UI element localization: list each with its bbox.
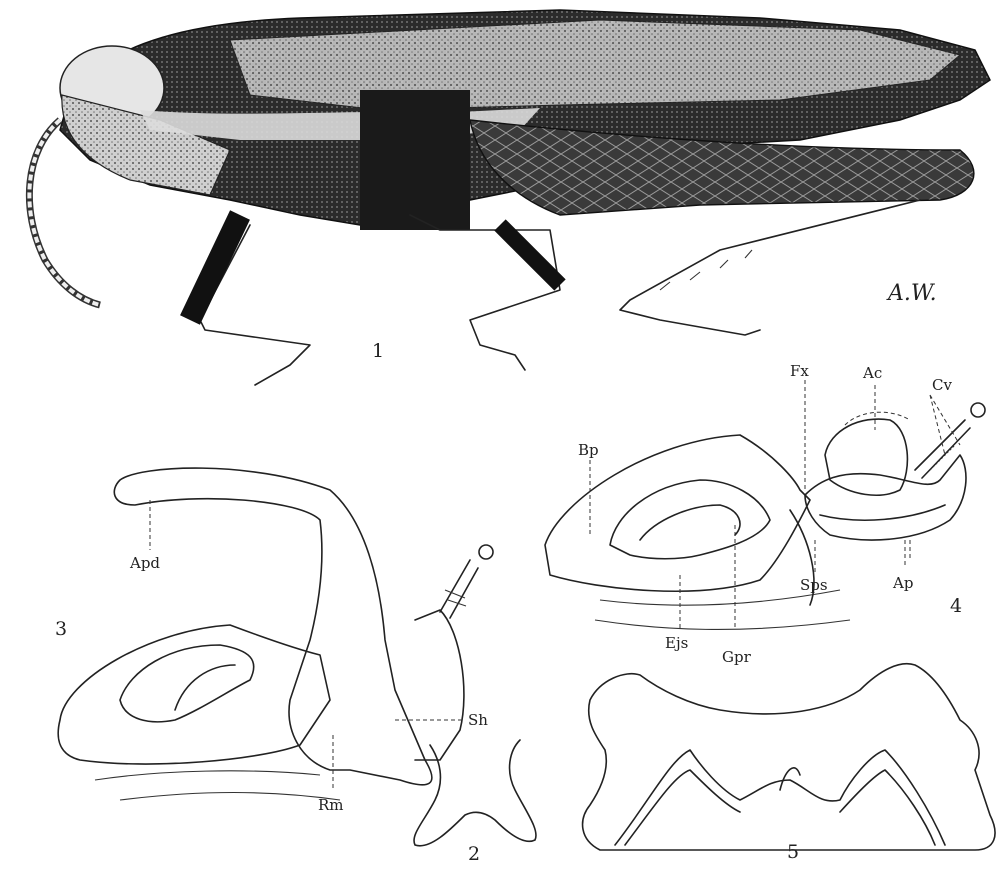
label-fx: Fx xyxy=(790,362,809,380)
signature: A.W. xyxy=(886,281,937,306)
label-sh: Sh xyxy=(468,711,488,729)
grasshopper-hind-tibia xyxy=(620,200,920,335)
figure-number-5: 5 xyxy=(787,841,799,863)
phallic-lobe xyxy=(58,625,330,764)
label-rm: Rm xyxy=(318,796,344,814)
figure-number-1: 1 xyxy=(372,340,384,362)
figure-number-4: 4 xyxy=(950,595,962,617)
label-apd: Apd xyxy=(129,554,160,572)
label-ap: Ap xyxy=(892,574,913,592)
figure-5-plate: 5 xyxy=(583,664,995,863)
label-gpr: Gpr xyxy=(722,648,752,666)
plate-outline xyxy=(414,740,536,846)
label-ac: Ac xyxy=(862,364,882,382)
figure-number-2: 2 xyxy=(468,843,480,865)
figure-1-grasshopper: A.W. 1 xyxy=(29,10,990,385)
label-ejs: Ejs xyxy=(665,634,688,652)
grasshopper-dark-patch xyxy=(360,90,470,230)
label-bp: Bp xyxy=(578,441,599,459)
epiphallus-outline xyxy=(583,664,995,850)
figure-number-3: 3 xyxy=(55,618,67,640)
figure-4-genitalia: Bp Fx Ac Cv Ap Sps Ejs Gpr 4 xyxy=(545,362,985,666)
figure-2-plate: 2 xyxy=(414,740,536,865)
sheath xyxy=(415,610,464,760)
aedeagus xyxy=(805,455,966,540)
apodeme-outline xyxy=(114,468,432,785)
cowl xyxy=(825,419,907,495)
figure-3-genitalia-lateral: Apd Sh Rm 3 xyxy=(55,468,493,814)
grasshopper-middle-leg xyxy=(410,215,560,370)
label-sps: Sps xyxy=(800,576,828,594)
label-cv: Cv xyxy=(932,376,952,394)
